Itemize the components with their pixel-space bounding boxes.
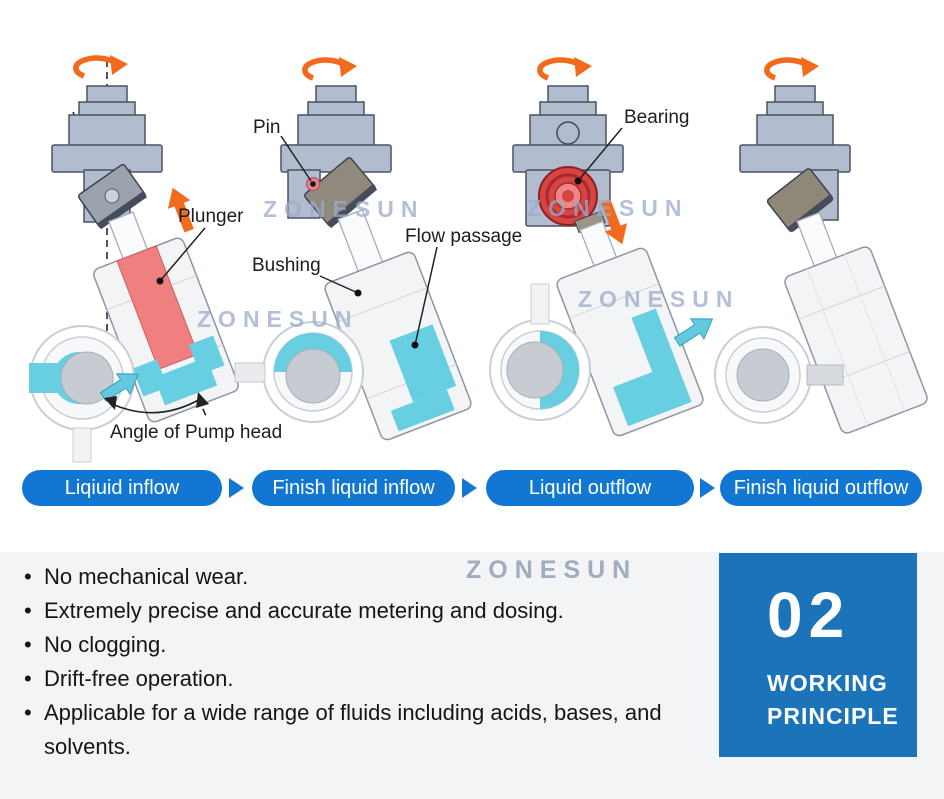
motor-body xyxy=(280,85,392,173)
bearing-leader-line xyxy=(577,127,623,182)
pump-stage-3-illustration xyxy=(489,57,720,437)
stage-pill-finish-liquid-outflow: Finish liquid outflow xyxy=(720,470,922,506)
stage-arrow-icon xyxy=(462,478,477,498)
liquid xyxy=(389,324,457,403)
valve-ball xyxy=(736,348,790,402)
pin-label: Pin xyxy=(253,117,281,138)
rotation-arrow-icon xyxy=(767,57,819,78)
stage-arrow-icon xyxy=(700,478,715,498)
feature-list: No mechanical wear. Extremely precise an… xyxy=(22,560,698,764)
motor-body xyxy=(739,85,851,173)
feature-item: Applicable for a wide range of fluids in… xyxy=(22,696,698,764)
liquid xyxy=(390,389,455,432)
plunger-label: Plunger xyxy=(178,206,244,227)
pump-diagram-canvas xyxy=(29,0,928,463)
bushing-leader-line xyxy=(319,275,359,294)
rotation-arrow-icon xyxy=(540,57,592,78)
angle-indicator xyxy=(104,392,209,414)
flow-passage-leader-line xyxy=(414,246,438,346)
plunger-red xyxy=(116,245,199,370)
features-panel: ZONESUN No mechanical wear. Extremely pr… xyxy=(0,552,944,799)
coupling xyxy=(78,163,147,230)
section-number: 02 xyxy=(767,579,851,651)
pin-leader-line xyxy=(280,135,312,182)
port-tube xyxy=(806,364,844,386)
valve-ball xyxy=(285,348,341,404)
stage-pill-finish-liquid-inflow: Finish liquid inflow xyxy=(252,470,455,506)
feature-item: No mechanical wear. xyxy=(22,560,698,594)
pump-body xyxy=(93,237,239,423)
pump-body xyxy=(556,247,704,437)
liquid xyxy=(613,362,692,427)
brand-watermark: ZONESUN xyxy=(197,306,359,332)
brand-watermark: ZONESUN xyxy=(578,286,740,312)
rotation-arrow-icon xyxy=(76,55,128,76)
leader-dot xyxy=(411,341,419,349)
port-tube xyxy=(234,362,266,383)
liquid xyxy=(188,335,225,375)
stage-pill-liquid-outflow: Liquid outflow xyxy=(486,470,694,506)
flow-passage-label: Flow passage xyxy=(405,226,523,247)
pump-stage-4-illustration xyxy=(714,57,928,434)
pump-stage-2-illustration xyxy=(234,57,472,441)
rotation-arrow-icon xyxy=(305,57,357,78)
pump-head-section-view xyxy=(234,321,364,423)
port-tube xyxy=(72,427,92,463)
brand-watermark: ZONESUN xyxy=(527,195,689,221)
feature-item: Drift-free operation. xyxy=(22,662,698,696)
pump-stage-1-illustration xyxy=(29,55,239,463)
motor-hole xyxy=(556,121,580,145)
brand-watermark: ZONESUN xyxy=(263,196,425,222)
angle-of-pump-head-label: Angle of Pump head xyxy=(110,422,283,443)
plunger-leader-line xyxy=(159,227,206,282)
pump-body xyxy=(784,246,928,434)
liquid xyxy=(631,308,678,374)
stage-arrow-icon xyxy=(229,478,244,498)
feature-item: No clogging. xyxy=(22,628,698,662)
leader-dot xyxy=(156,277,164,285)
valve-ball xyxy=(60,351,114,405)
section-title-line2: PRINCIPLE xyxy=(767,703,899,729)
port-tube xyxy=(530,283,550,325)
coupling xyxy=(303,157,378,229)
bearing-label: Bearing xyxy=(624,107,690,128)
pump-head-section-view xyxy=(489,283,591,421)
pump-head-section-view xyxy=(29,325,135,463)
leader-dot xyxy=(354,289,362,297)
valve-ball xyxy=(506,341,564,399)
leader-dot xyxy=(310,181,316,187)
pump-head-section-view xyxy=(714,326,844,424)
feature-item: Extremely precise and accurate metering … xyxy=(22,594,698,628)
motor-body xyxy=(51,85,163,173)
pump-body xyxy=(324,251,472,441)
section-badge: 02 WORKING PRINCIPLE xyxy=(719,553,917,757)
bushing-label: Bushing xyxy=(252,255,321,276)
stage-pill-liquid-inflow: Liqiuid inflow xyxy=(22,470,222,506)
section-title-line1: WORKING xyxy=(767,670,888,696)
leader-dot xyxy=(574,177,582,185)
bearing-red xyxy=(538,166,598,226)
